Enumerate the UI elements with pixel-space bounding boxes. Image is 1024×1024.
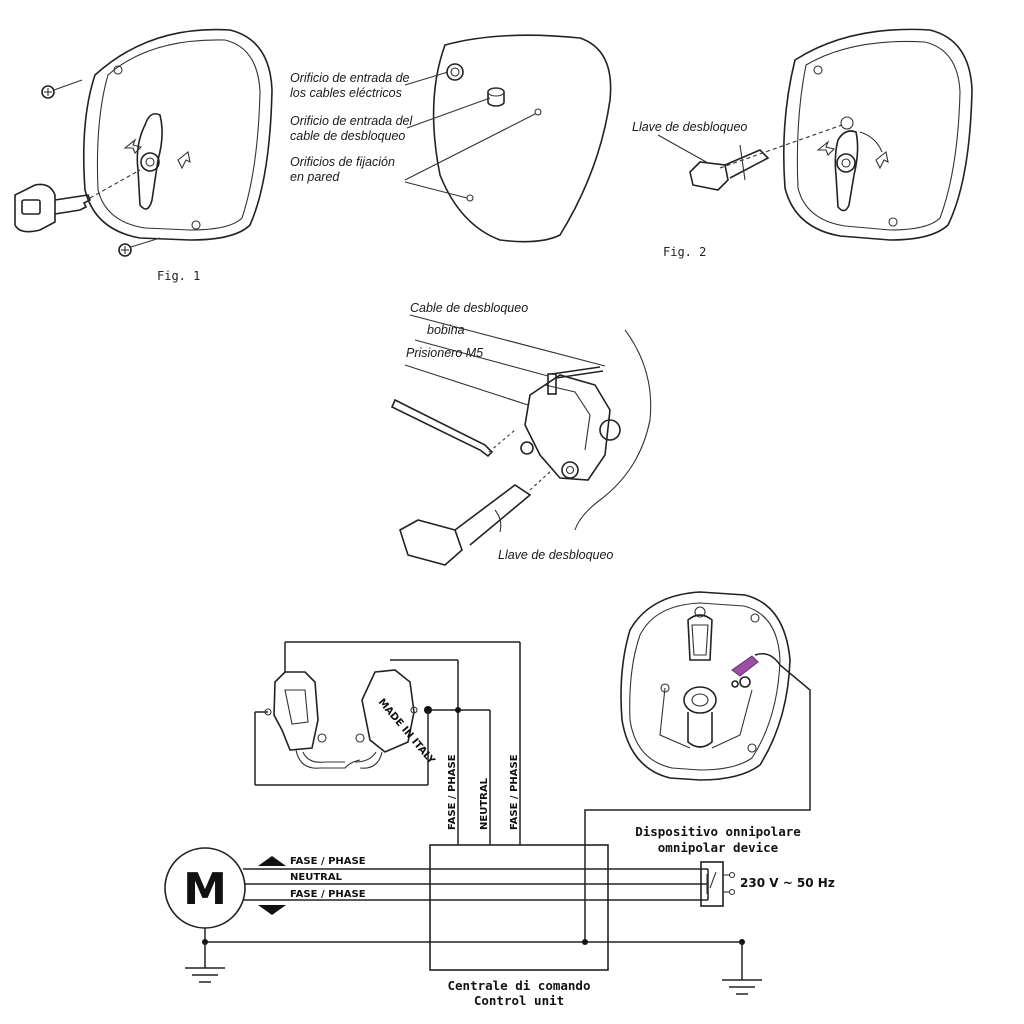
motor-wires (243, 868, 709, 901)
ground-wiring (202, 928, 745, 980)
motor-symbol: M (164, 847, 246, 929)
control-unit-box (429, 844, 609, 971)
label-release-hole: Orificio de entrada del (290, 114, 414, 128)
fig2-caption: Fig. 2 (663, 245, 706, 259)
detail-label-coil: bobina (427, 323, 465, 337)
fig-mid-housing (404, 34, 612, 243)
omnipolar-switch-icon (700, 861, 736, 907)
release-mechanism (390, 314, 652, 566)
key-icon (14, 169, 141, 233)
vert-label-phase-1: FASE / PHASE (447, 754, 458, 830)
arrow-up-icon (258, 856, 286, 866)
motor-label: M (183, 864, 227, 915)
label-wall-holes-2: en pared (290, 170, 340, 184)
label-cable-holes: Orificio de entrada de (290, 71, 410, 85)
wire-label-neutral: NEUTRAL (290, 872, 343, 883)
voltage-label: 230 V ~ 50 Hz (740, 876, 835, 890)
fig1-caption: Fig. 1 (157, 269, 200, 283)
label-release-hole-2: cable de desbloqueo (290, 129, 405, 143)
fig2-label-key: Llave de desbloqueo (632, 120, 747, 134)
device-label-en: omnipolar device (658, 840, 779, 855)
fig1-housing (14, 28, 273, 257)
wire-label-phase-bottom: FASE / PHASE (290, 889, 366, 900)
screw-icon (118, 237, 161, 257)
screw-icon (41, 79, 83, 99)
terminal-icon (731, 655, 759, 677)
wire-label-phase-top: FASE / PHASE (290, 856, 366, 867)
brake-unit-left (264, 671, 361, 769)
label-cable-holes-2: los cables eléctricos (290, 86, 402, 100)
ground-icon (185, 967, 225, 983)
housing-wiring-view (584, 591, 811, 940)
ground-icon (722, 979, 762, 995)
brake-unit-right: MADE IN ITALY (354, 669, 437, 769)
control-wires (254, 641, 521, 845)
control-unit-label-en: Control unit (474, 993, 564, 1008)
detail-label-screw: Prisionero M5 (406, 346, 483, 360)
release-key-icon (657, 134, 770, 191)
detail-label-key: Llave de desbloqueo (498, 548, 613, 562)
label-wall-holes: Orificios de fijación (290, 155, 395, 169)
vert-label-neutral: NEUTRAL (479, 777, 490, 830)
detail-label-cable: Cable de desbloqueo (410, 301, 528, 315)
device-label-it: Dispositivo onnipolare (635, 824, 801, 839)
arrow-down-icon (258, 905, 286, 915)
fig2-housing (719, 28, 973, 241)
control-unit-label-it: Centrale di comando (448, 978, 591, 993)
vert-label-phase-2: FASE / PHASE (509, 754, 520, 830)
